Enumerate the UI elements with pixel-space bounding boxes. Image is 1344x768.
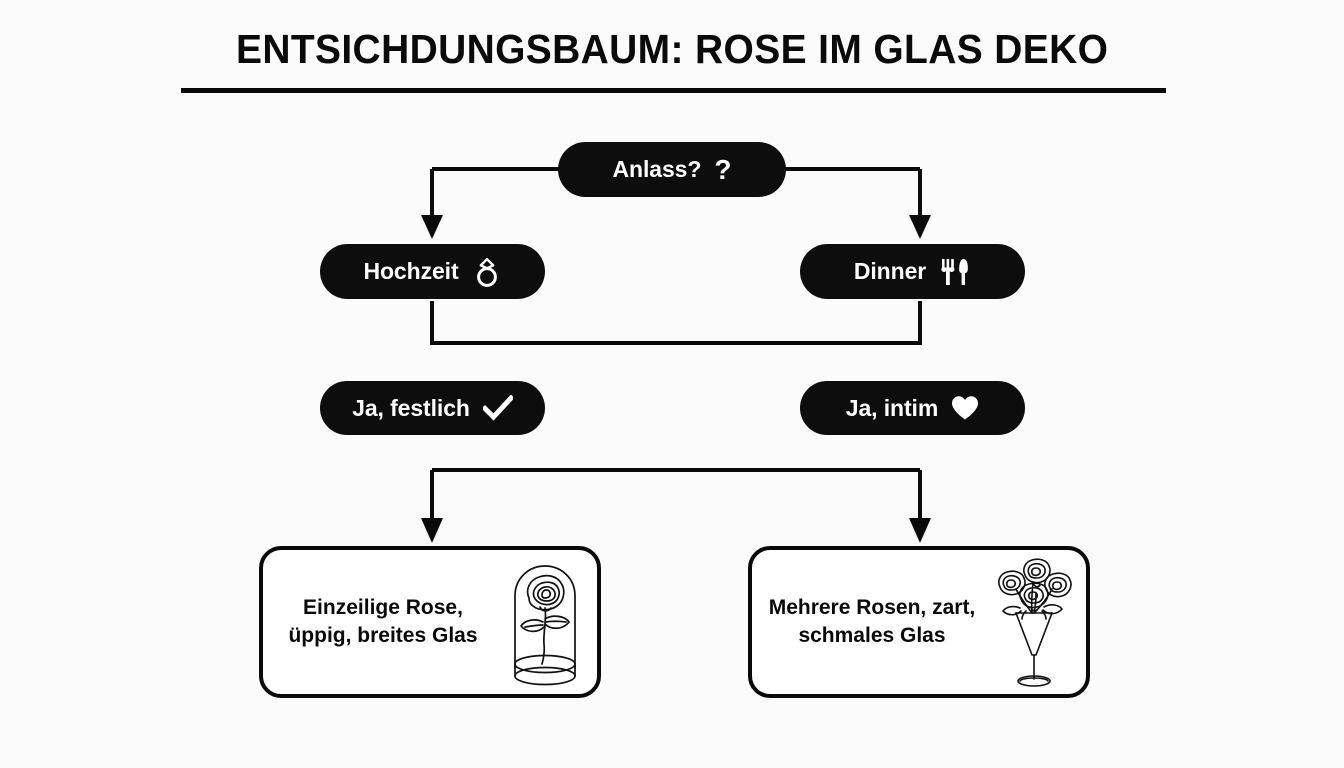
page-title: ENTSICHDUNGSBAUM: ROSE IM GLAS DEKO bbox=[0, 26, 1344, 73]
node-anlass-label: Anlass? bbox=[612, 156, 702, 182]
node-dinner[interactable]: Dinner bbox=[800, 244, 1025, 299]
fork-knife-icon bbox=[939, 256, 971, 288]
outcome-card-right-text: Mehrere Rosen, zart, schmales Glas bbox=[752, 594, 986, 651]
connector-outcome-split bbox=[420, 466, 932, 544]
roses-in-flute-glass-icon bbox=[986, 554, 1082, 690]
question-mark-icon: ? bbox=[714, 153, 732, 185]
checkmark-icon bbox=[482, 395, 513, 421]
outcome-card-left-line2: üppig, breites Glas bbox=[288, 624, 478, 647]
connector-merge-bracket bbox=[420, 301, 932, 349]
node-hochzeit-label: Hochzeit bbox=[363, 258, 459, 284]
title-underline-rule bbox=[181, 88, 1166, 93]
rose-in-glass-dome-icon bbox=[497, 554, 593, 690]
node-ja-intim[interactable]: Ja, intim bbox=[800, 381, 1025, 435]
node-anlass[interactable]: Anlass? ? bbox=[558, 142, 786, 197]
heart-icon bbox=[951, 395, 979, 421]
outcome-card-right-line2: schmales Glas bbox=[798, 624, 946, 647]
outcome-card-right-line1: Mehrere Rosen, zart, bbox=[768, 595, 976, 619]
node-dinner-label: Dinner bbox=[853, 258, 927, 284]
node-ja-festlich-label: Ja, festlich bbox=[352, 394, 470, 421]
outcome-card-right[interactable]: Mehrere Rosen, zart, schmales Glas bbox=[748, 546, 1090, 698]
diamond-ring-icon bbox=[472, 256, 502, 288]
page-title-text: ENTSICHDUNGSBAUM: ROSE IM GLAS DEKO bbox=[235, 26, 1109, 72]
outcome-card-left-line1: Einzeilige Rose, bbox=[303, 595, 463, 619]
outcome-card-left[interactable]: Einzeilige Rose, üppig, breites Glas bbox=[259, 546, 601, 698]
node-ja-festlich[interactable]: Ja, festlich bbox=[320, 381, 545, 435]
outcome-card-left-text: Einzeilige Rose, üppig, breites Glas bbox=[263, 594, 497, 651]
node-hochzeit[interactable]: Hochzeit bbox=[320, 244, 545, 299]
node-ja-intim-label: Ja, intim bbox=[845, 394, 939, 421]
